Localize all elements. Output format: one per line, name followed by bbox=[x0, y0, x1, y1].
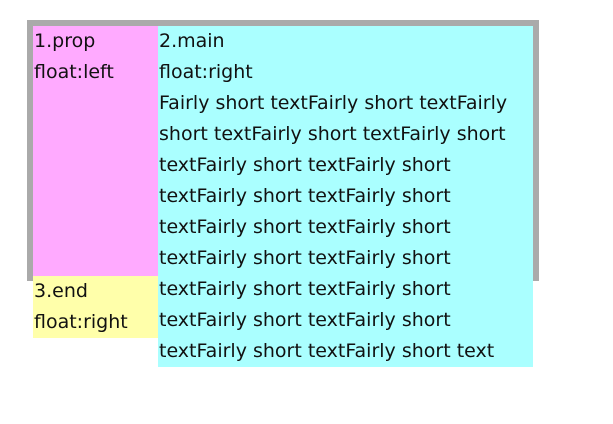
prop-style: float:left bbox=[34, 61, 114, 83]
main-text-line: textFairly short textFairly short bbox=[159, 309, 451, 331]
main-text-line: textFairly short textFairly short bbox=[159, 216, 451, 238]
prop-box: 1.prop float:left bbox=[33, 26, 158, 276]
main-text-line: textFairly short textFairly short bbox=[159, 247, 451, 269]
end-box: 3.end float:right bbox=[33, 276, 158, 338]
main-title: 2.main bbox=[159, 30, 225, 52]
main-text-line: textFairly short textFairly short text bbox=[159, 340, 495, 362]
main-style: float:right bbox=[159, 61, 253, 83]
main-text-line: Fairly short textFairly short textFairly bbox=[159, 92, 508, 114]
main-text-line: short textFairly short textFairly short bbox=[159, 123, 506, 145]
main-text-line: textFairly short textFairly short bbox=[159, 185, 451, 207]
main-box: 2.main float:right Fairly short textFair… bbox=[158, 26, 533, 367]
main-text-line: textFairly short textFairly short bbox=[159, 278, 451, 300]
main-text-line: textFairly short textFairly short bbox=[159, 154, 451, 176]
end-style: float:right bbox=[34, 311, 128, 333]
end-title: 3.end bbox=[34, 280, 88, 302]
prop-title: 1.prop bbox=[34, 30, 96, 52]
